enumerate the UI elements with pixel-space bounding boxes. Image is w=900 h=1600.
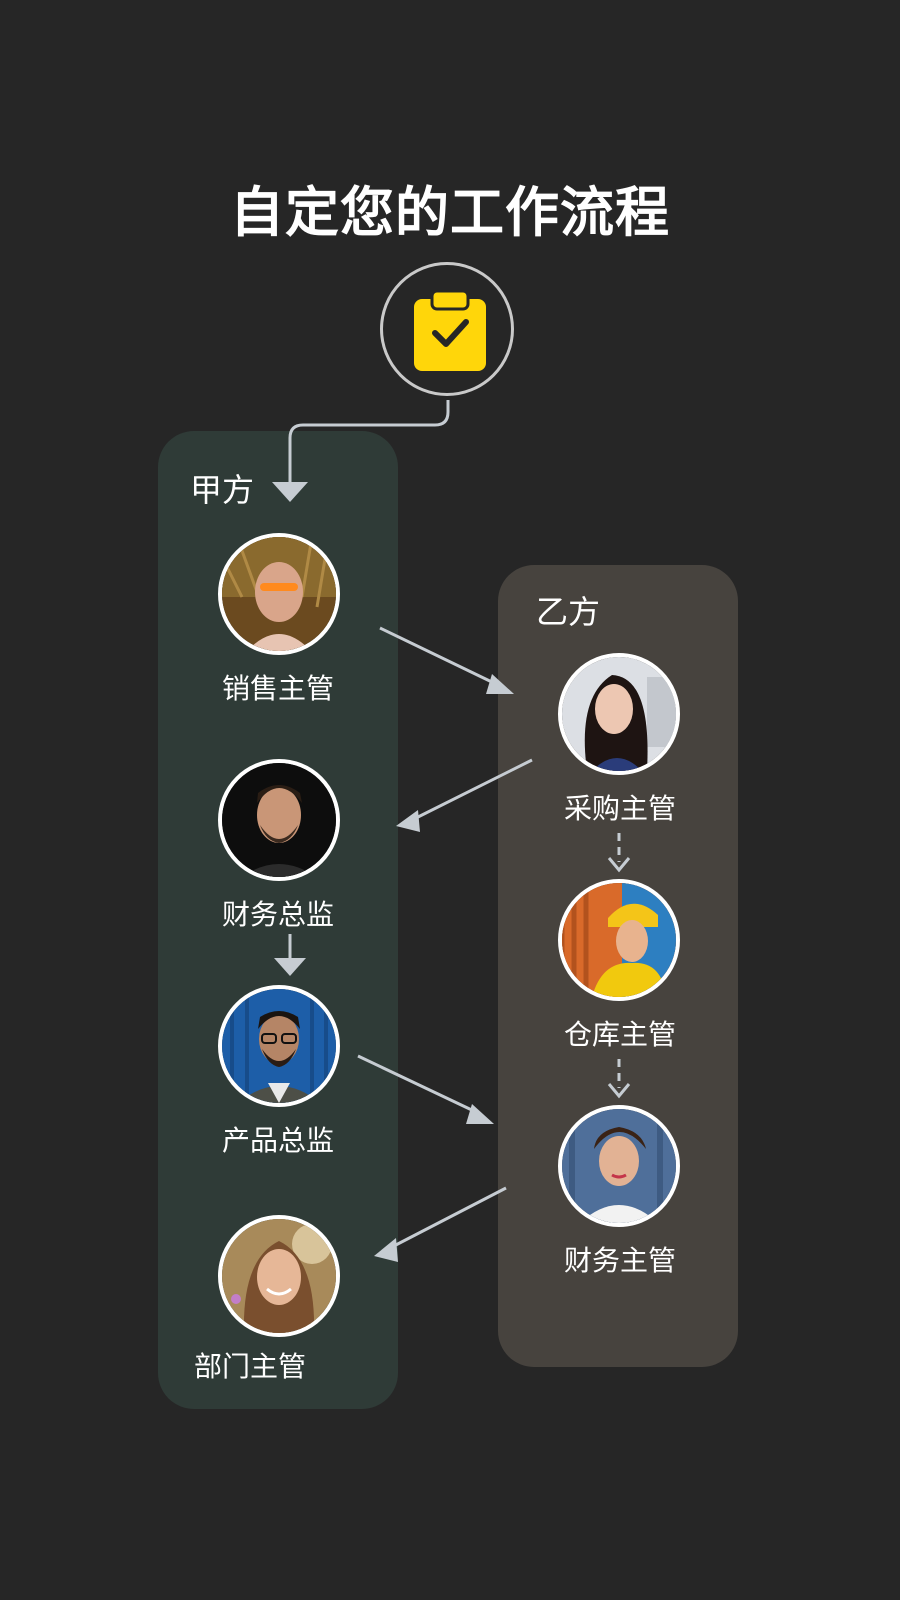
page-title: 自定您的工作流程 [230, 181, 670, 244]
lane-label: 乙方 [536, 593, 601, 631]
avatar-product-director [218, 985, 340, 1107]
flow-arrow-head [486, 674, 514, 694]
flow-arrow [357, 1054, 477, 1114]
flow-arrow [389, 1186, 507, 1250]
avatar-finance-director [218, 759, 340, 881]
flow-arrow-head [607, 857, 631, 873]
start-node [380, 262, 514, 396]
avatar-finance-manager [558, 1105, 680, 1227]
flow-arrow [411, 758, 533, 822]
flow-arrow-head [274, 958, 306, 976]
flow-arrow-head [272, 482, 308, 502]
avatar-purchasing-manager [558, 653, 680, 775]
flow-arrow-head [466, 1104, 494, 1124]
clipboard-check-icon [414, 289, 486, 371]
role-label: 部门主管 [193, 1350, 306, 1383]
role-label: 产品总监 [221, 1124, 334, 1157]
flow-arrow [379, 626, 497, 686]
avatar-sales-manager [218, 533, 340, 655]
flow-arrow [288, 400, 450, 482]
flow-arrow-head [396, 810, 420, 832]
flow-arrow-head [374, 1238, 398, 1262]
role-label: 销售主管 [221, 672, 334, 705]
avatar-warehouse-manager [558, 879, 680, 1001]
flow-arrow-head [607, 1083, 631, 1099]
lane-label: 甲方 [190, 471, 255, 509]
role-label: 采购主管 [563, 792, 676, 825]
role-label: 仓库主管 [563, 1018, 676, 1051]
avatar-department-head [218, 1215, 340, 1337]
role-label: 财务总监 [221, 898, 334, 931]
role-label: 财务主管 [563, 1244, 676, 1277]
